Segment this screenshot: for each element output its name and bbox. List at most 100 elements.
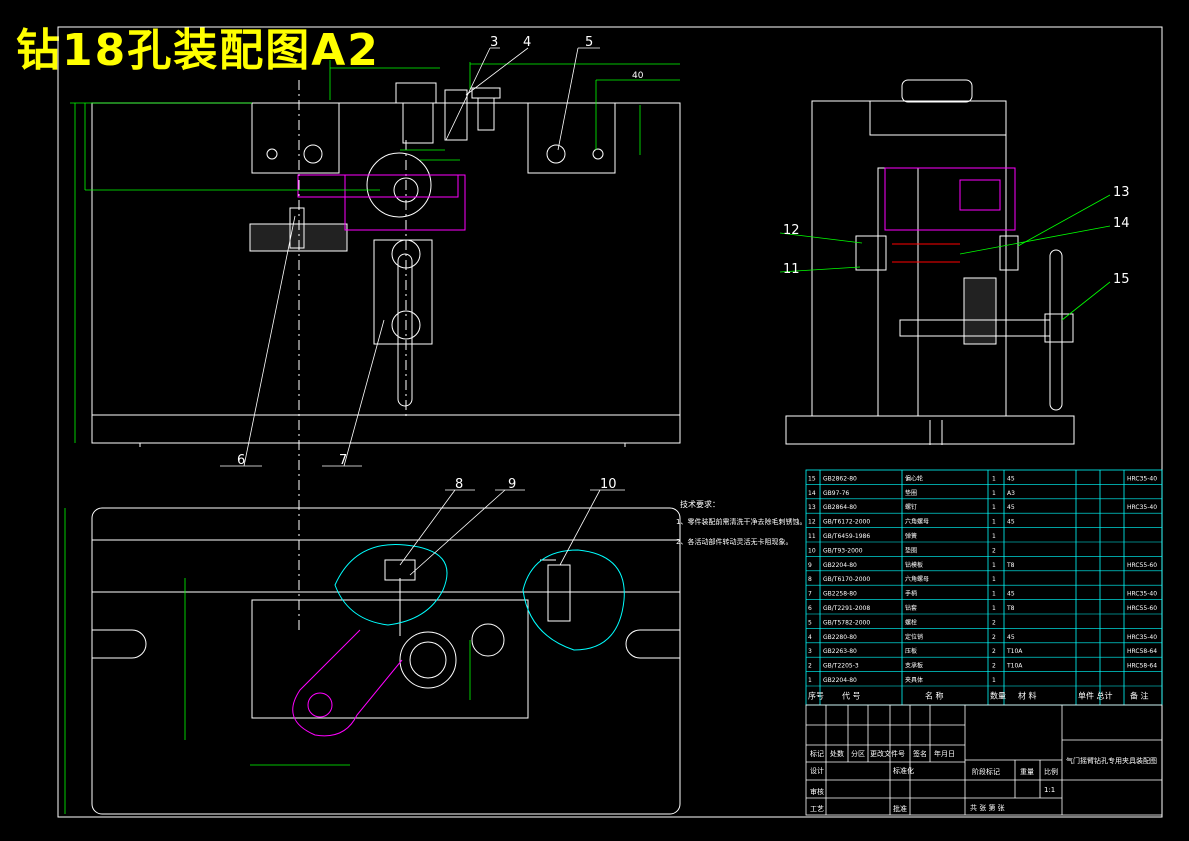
bom-cell: 10 [808,547,816,554]
bom-cell: 45 [1007,519,1015,526]
bom-cell: HRC55-60 [1127,605,1157,612]
balloon-8: 8 [455,477,463,492]
label-sheet: 共 张 第 张 [970,803,1005,812]
bom-cell: 8 [808,576,812,583]
bom-cell: GB/T5782-2000 [823,619,870,626]
drawing-name: 气门摇臂钻孔专用夹具装配图 [1066,756,1157,765]
label-date: 年月日 [934,749,955,758]
bom-cell: 2 [992,547,996,554]
bom-cell: 1 [992,504,996,511]
label-count: 处数 [830,749,844,758]
bom-cell: HRC58-64 [1127,663,1157,670]
label-design: 设计 [810,766,824,775]
bom-header-cell: 备 注 [1130,690,1149,700]
bom-cell: 3 [808,648,812,655]
bom-cell: 压板 [905,647,917,655]
bom-cell: 1 [808,677,812,684]
top-view-dims [64,508,471,814]
bom-cell: 弹簧 [905,532,917,540]
bom-cell: 1 [992,533,996,540]
balloon-9: 9 [508,477,516,492]
tech-req-title: 技术要求： [680,499,720,509]
balloon-4: 4 [523,35,531,50]
bom-cell: 垫圈 [905,546,917,554]
bom-header-cell: 序号 [808,690,824,700]
bom-cell: A3 [1007,490,1015,497]
bom-cell: GB/T93-2000 [823,547,863,554]
side-view [785,79,1075,445]
label-sign: 签名 [913,749,927,758]
bom-cell: 支承板 [905,662,923,670]
bom-cell: 6 [808,605,812,612]
label-mark: 标记 [810,749,824,758]
bom-header-cell: 名 称 [925,690,944,700]
outer-frame [57,26,1163,818]
balloon-13: 13 [1113,185,1130,200]
bom-cell: 定位销 [905,633,923,641]
label-standard: 标准化 [893,766,914,775]
bom-cell: 六角螺母 [905,575,929,583]
bom-header-cell: 数量 [990,690,1006,700]
bom-cell: GB97-76 [823,490,849,497]
bom-cell: T8 [1006,605,1015,612]
balloon-6: 6 [237,453,245,468]
label-change-doc: 更改文件号 [870,749,905,758]
bom-cell: GB/T2291-2008 [823,605,870,612]
bom-cell: 13 [808,504,816,511]
bom-cell: 1 [992,591,996,598]
balloon-5: 5 [585,35,593,50]
side-view-magenta [884,167,1016,231]
bom-cell: 钻模板 [905,561,923,569]
bom-cell: HRC58-64 [1127,648,1157,655]
front-view [91,80,681,630]
bom-cell: HRC35-40 [1127,634,1157,641]
balloon-12: 12 [783,223,800,238]
front-view-magenta [297,174,466,231]
balloon-11: 11 [783,262,800,277]
bom-cell: 1 [992,576,996,583]
bom-cell: 钻套 [905,604,917,612]
bom-cell: 2 [992,663,996,670]
bom-cell: GB/T6172-2000 [823,519,870,526]
top-view-magenta [292,629,403,737]
tech-req-2: 2、各活动部件转动灵活无卡阻现象。 [676,537,792,546]
bom-cell: 9 [808,562,812,569]
top-view-cyan [334,544,625,651]
bom-cell: GB2204-80 [823,677,857,684]
scale-value: 1:1 [1044,786,1055,794]
bom-cell: 六角螺母 [905,518,929,526]
bom-cell: 4 [808,634,812,641]
bom-cell: HRC35-40 [1127,504,1157,511]
bom-cell: 45 [1007,591,1015,598]
dim-40-label: 40 [632,71,644,81]
bom-cell: 1 [992,490,996,497]
bom-cell: GB/T6459-1986 [823,533,870,540]
bom-cell: T8 [1006,562,1015,569]
bom-cell: 1 [992,475,996,482]
bom-cell: GB2258-80 [823,591,857,598]
bom-cell: 11 [808,533,816,540]
label-scale: 比例 [1044,767,1058,776]
bom-cell: 垫圈 [905,489,917,497]
top-view-leaders [399,489,625,576]
bom-cell: 15 [808,475,816,482]
label-process: 工艺 [810,805,824,813]
bom-cell: GB/T2205-3 [823,663,859,670]
bom-cell: 45 [1007,634,1015,641]
balloon-numbers: 3 4 5 6 7 8 9 10 11 12 13 14 15 [237,35,1130,492]
title-block-text: 标记 处数 分区 更改文件号 签名 年月日 设计 标准化 审核 工艺 批准 阶段… [810,749,1157,813]
label-review: 审核 [810,787,824,796]
bom-header-cell: 材 料 [1018,690,1037,700]
balloon-7: 7 [339,453,347,468]
title-block [805,704,1163,816]
bom-cell: GB2862-80 [823,475,857,482]
bom-cell: HRC35-40 [1127,591,1157,598]
bom-cell: 1 [992,519,996,526]
balloon-10: 10 [600,477,617,492]
bom-cell: HRC35-40 [1127,475,1157,482]
bom-cell: 螺栓 [905,618,917,626]
balloon-15: 15 [1113,272,1130,287]
top-view [91,507,681,815]
